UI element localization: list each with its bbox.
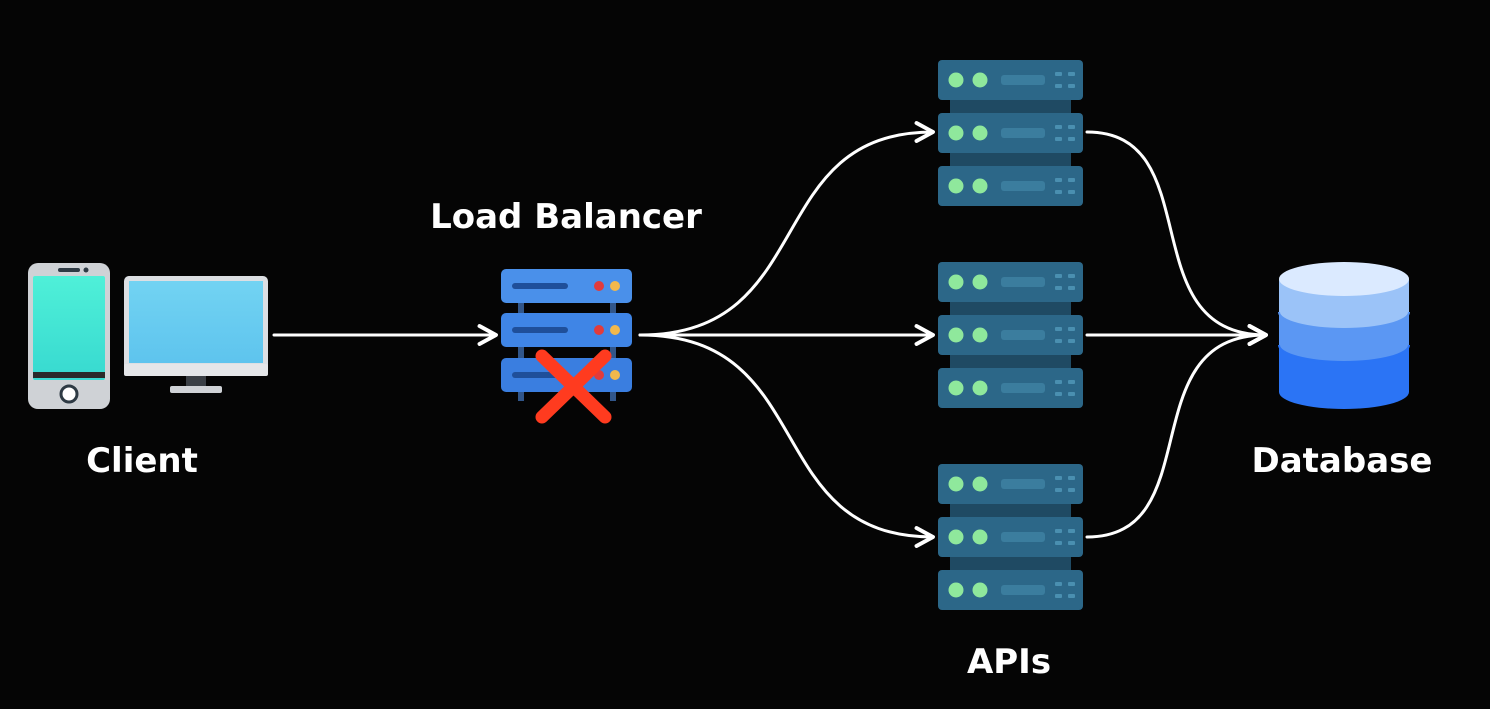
client-label: Client [86, 441, 198, 481]
failure-x-icon [535, 349, 612, 424]
arrow-api-3-to-database [1085, 324, 1268, 539]
apis-node: APIs [938, 60, 1083, 682]
connectors [272, 121, 1268, 548]
database-label: Database [1252, 441, 1433, 481]
arrow-api-1-to-database [1085, 130, 1268, 346]
arrow-load-balancer-to-api-1 [638, 121, 935, 337]
server-rack-icon [938, 60, 1083, 206]
arrow-load-balancer-to-api-3 [638, 333, 935, 548]
client-node: Client [28, 263, 268, 481]
desktop-monitor-icon [124, 276, 268, 393]
load-balancer-node: Load Balancer [430, 197, 702, 424]
apis-label: APIs [967, 642, 1051, 682]
database-node: Database [1252, 262, 1433, 481]
server-rack-icon [938, 262, 1083, 408]
load-balancer-label: Load Balancer [430, 197, 702, 237]
api-servers [938, 60, 1083, 610]
smartphone-icon [28, 263, 110, 409]
server-rack-icon [938, 464, 1083, 610]
database-icon [1278, 262, 1410, 409]
